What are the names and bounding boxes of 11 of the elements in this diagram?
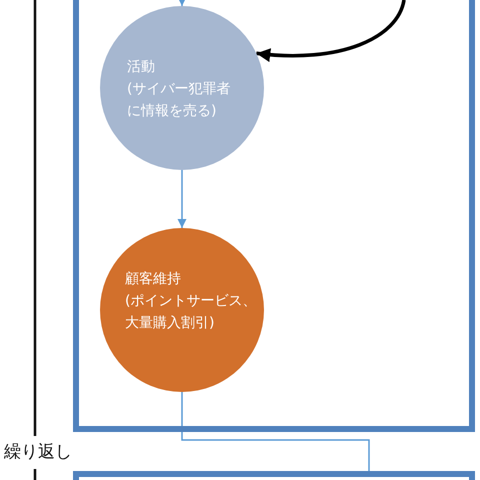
- node-description: (サイバー犯罪者に情報を売る): [127, 80, 232, 121]
- repeat-label: 繰り返し: [4, 441, 72, 463]
- node-title: 活動: [127, 58, 155, 77]
- node-description: (ポイントサービス、大量購入割引): [125, 292, 258, 333]
- group-frame: [73, 0, 475, 432]
- arrow: [256, 0, 406, 62]
- connector-line: [181, 392, 370, 471]
- arrow: [178, 0, 186, 6]
- node-title: 顧客維持: [125, 270, 181, 289]
- arrow: [178, 170, 186, 228]
- group-frame: [73, 471, 475, 480]
